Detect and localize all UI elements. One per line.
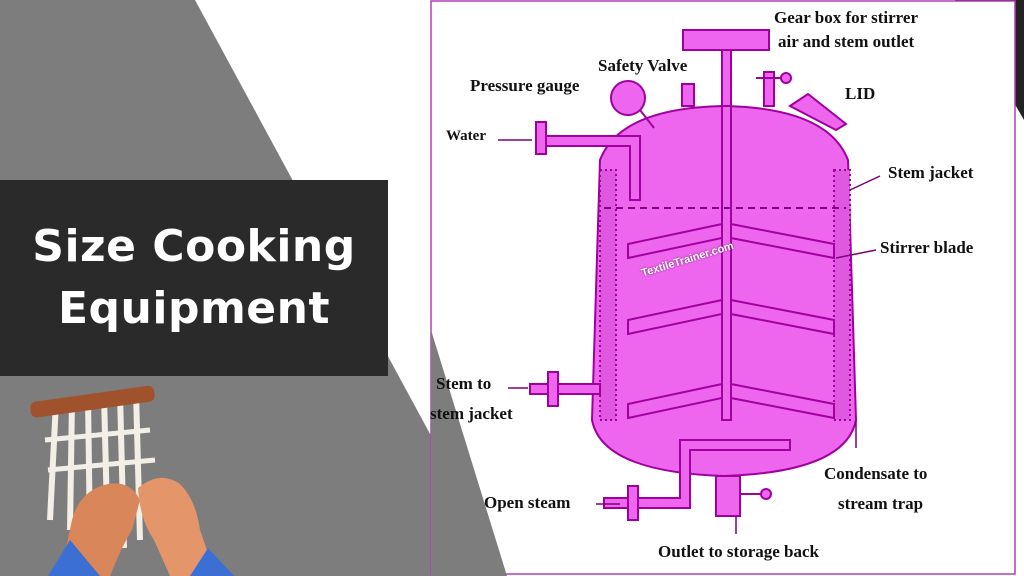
title-line-1: Size Cooking (32, 221, 356, 272)
blade-left-1 (627, 222, 723, 260)
title-line-2: Equipment (57, 283, 330, 334)
lid (788, 92, 848, 132)
open-steam-valve (627, 485, 639, 521)
label-outlet: Outlet to storage back (658, 542, 820, 561)
blade-left-3 (627, 382, 723, 420)
jacket-leader (849, 175, 881, 191)
gauge-stem (639, 109, 655, 129)
label-safety-valve: Safety Valve (598, 56, 688, 75)
stirrer-shaft (721, 105, 732, 421)
label-gear-box-1: Gear box for stirrer (774, 8, 918, 27)
right-sleeve (190, 548, 234, 576)
label-stirrer-blade: Stirrer blade (880, 238, 974, 257)
gear-box (682, 29, 770, 51)
stirrer-shaft-top (721, 49, 732, 111)
label-condensate-1: Condensate to (824, 464, 928, 483)
left-sleeve (48, 540, 100, 576)
left-jacket (599, 169, 617, 421)
label-condensate-2: stream trap (838, 494, 924, 513)
weaving-hands-icon (30, 385, 234, 576)
blade-left-2 (627, 298, 723, 336)
label-stem-to-1: Stem to (436, 374, 492, 393)
bottom-gray-overlap (431, 330, 507, 576)
label-gear-box-2: air and stem outlet (778, 32, 915, 51)
title-box: Size Cooking Equipment (0, 180, 388, 376)
blade-right-2 (730, 298, 835, 336)
water-valve (535, 121, 547, 155)
label-pressure-gauge: Pressure gauge (470, 76, 580, 95)
label-lid: LID (845, 84, 876, 103)
wooden-stick (30, 385, 155, 418)
blade-right-1 (730, 222, 835, 260)
right-jacket (833, 169, 851, 421)
label-stem-jacket: Stem jacket (888, 163, 974, 182)
label-open-steam: Open steam (484, 493, 571, 512)
stem-inlet-valve (547, 371, 559, 407)
blade-right-3 (730, 382, 835, 420)
air-outlet-valve (763, 71, 775, 107)
label-stem-to-2: stem jacket (430, 404, 513, 423)
safety-valve (681, 83, 695, 107)
stem-inlet-pipe (529, 383, 601, 395)
label-water: Water (446, 128, 486, 144)
stirrer-leader (835, 249, 877, 259)
outlet-pipe (715, 475, 741, 517)
right-hand (138, 477, 216, 576)
pressure-gauge-dial (610, 80, 646, 116)
